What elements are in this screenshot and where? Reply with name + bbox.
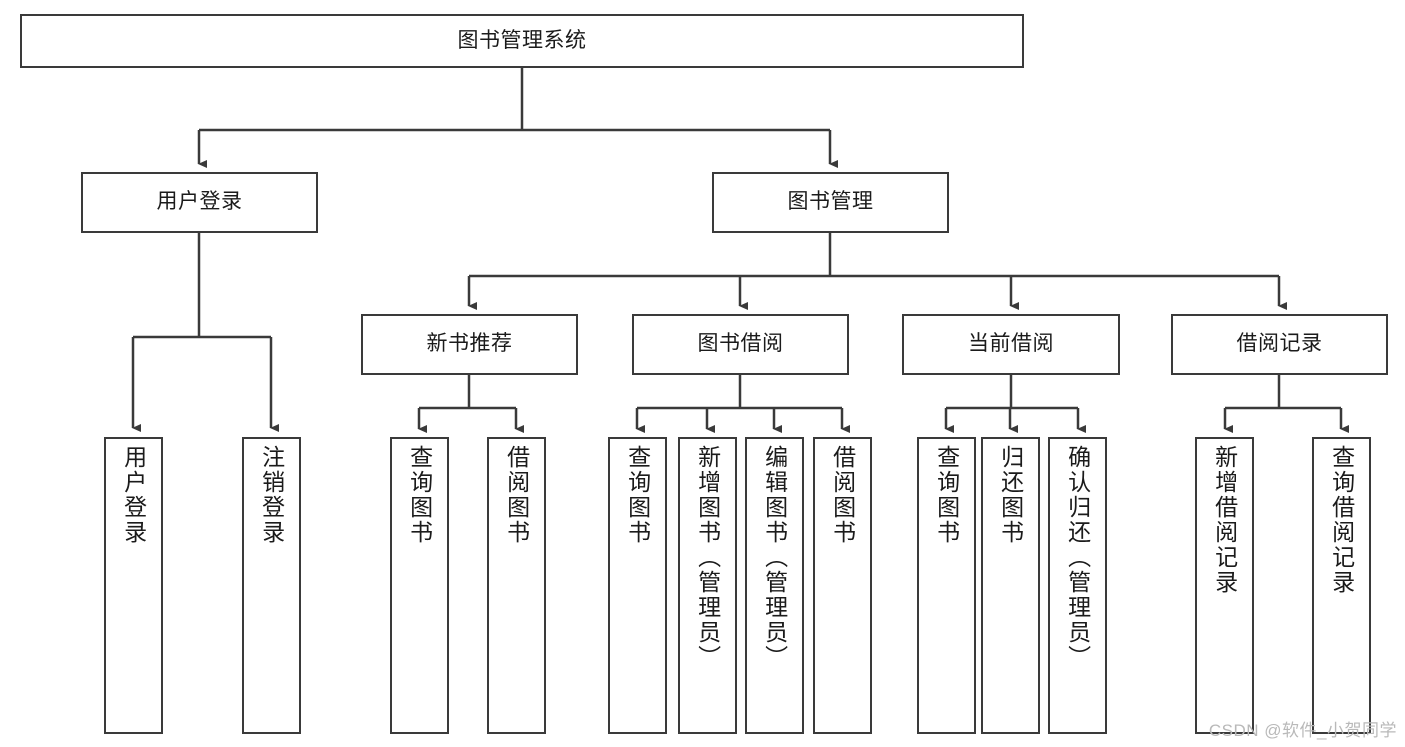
- node-new-book-recommend-label: 新书推荐: [426, 332, 513, 356]
- node-root[interactable]: 图书管理系统: [20, 14, 1024, 68]
- node-leaf-return-book-label: 归还图书: [997, 445, 1024, 545]
- node-leaf-add-record[interactable]: 新增借阅记录: [1195, 437, 1254, 734]
- node-leaf-query-book-3[interactable]: 查询图书: [917, 437, 976, 734]
- node-leaf-query-record-label: 查询借阅记录: [1328, 445, 1355, 595]
- node-user-login-label: 用户登录: [156, 190, 243, 214]
- node-leaf-user-login-label: 用户登录: [120, 445, 147, 545]
- node-leaf-borrow-book-1[interactable]: 借阅图书: [487, 437, 546, 734]
- node-current-borrow-label: 当前借阅: [968, 332, 1054, 356]
- node-leaf-borrow-book-2-label: 借阅图书: [829, 445, 856, 545]
- node-book-management-label: 图书管理: [787, 190, 874, 214]
- node-leaf-edit-book-label: 编辑图书（管理员）: [761, 445, 788, 670]
- node-leaf-borrow-book-2[interactable]: 借阅图书: [813, 437, 872, 734]
- node-book-borrow[interactable]: 图书借阅: [632, 314, 849, 375]
- node-leaf-query-book-2[interactable]: 查询图书: [608, 437, 667, 734]
- node-leaf-user-login[interactable]: 用户登录: [104, 437, 163, 734]
- node-leaf-add-record-label: 新增借阅记录: [1211, 445, 1238, 595]
- node-leaf-query-book-1-label: 查询图书: [406, 445, 433, 545]
- node-book-borrow-label: 图书借阅: [697, 332, 784, 356]
- node-leaf-logout-login-label: 注销登录: [258, 445, 285, 545]
- node-leaf-query-book-1[interactable]: 查询图书: [390, 437, 449, 734]
- node-leaf-add-book[interactable]: 新增图书（管理员）: [678, 437, 737, 734]
- node-leaf-query-book-3-label: 查询图书: [933, 445, 960, 545]
- node-book-management[interactable]: 图书管理: [712, 172, 949, 233]
- node-leaf-logout-login[interactable]: 注销登录: [242, 437, 301, 734]
- node-leaf-query-record[interactable]: 查询借阅记录: [1312, 437, 1371, 734]
- node-root-label: 图书管理系统: [457, 28, 587, 52]
- node-leaf-edit-book[interactable]: 编辑图书（管理员）: [745, 437, 804, 734]
- node-leaf-query-book-2-label: 查询图书: [624, 445, 651, 545]
- node-leaf-return-book[interactable]: 归还图书: [981, 437, 1040, 734]
- node-user-login[interactable]: 用户登录: [81, 172, 318, 233]
- node-new-book-recommend[interactable]: 新书推荐: [361, 314, 578, 375]
- node-leaf-add-book-label: 新增图书（管理员）: [694, 445, 721, 670]
- node-borrow-record[interactable]: 借阅记录: [1171, 314, 1388, 375]
- node-current-borrow[interactable]: 当前借阅: [902, 314, 1120, 375]
- node-leaf-confirm-return-label: 确认归还（管理员）: [1064, 445, 1091, 670]
- watermark-text: CSDN @软件_小贺同学: [1208, 721, 1397, 740]
- node-borrow-record-label: 借阅记录: [1236, 332, 1323, 356]
- node-leaf-borrow-book-1-label: 借阅图书: [503, 445, 530, 545]
- node-leaf-confirm-return[interactable]: 确认归还（管理员）: [1048, 437, 1107, 734]
